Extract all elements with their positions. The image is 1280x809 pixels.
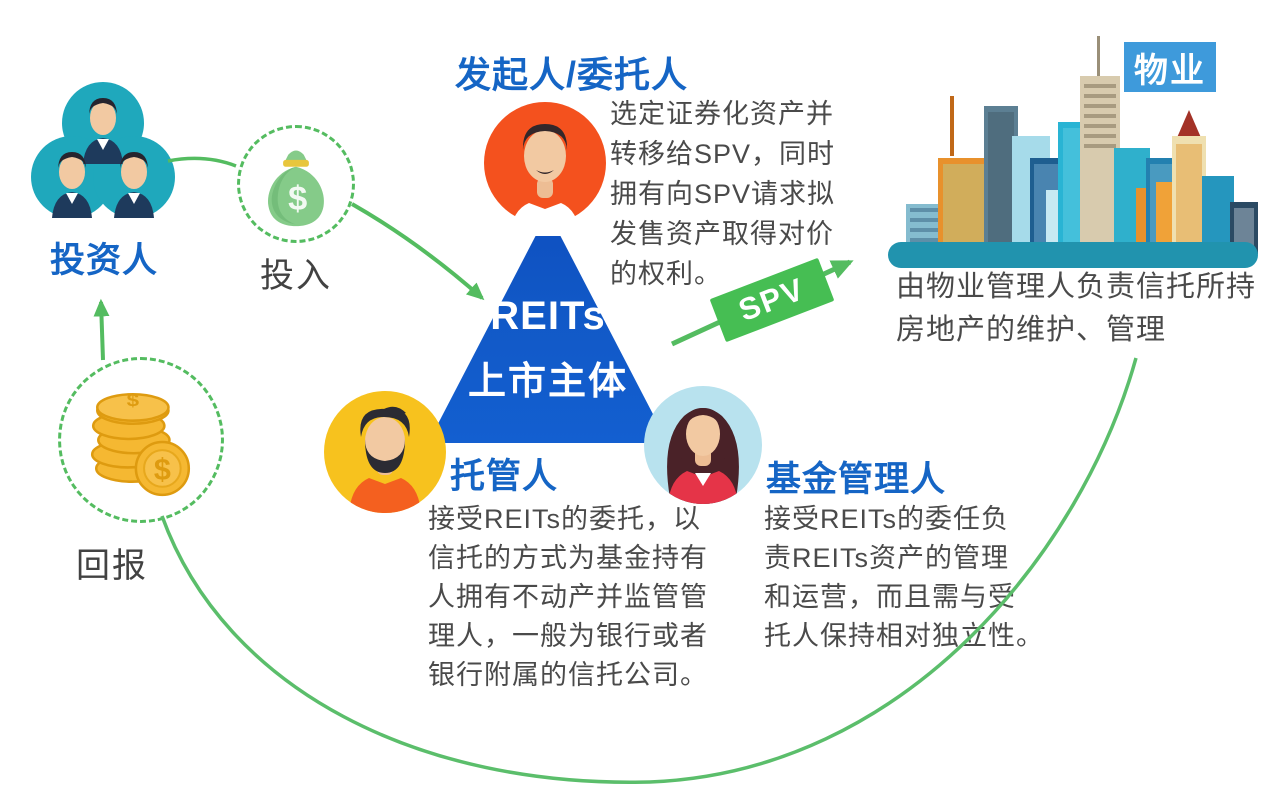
- invest-label: 投入: [260, 257, 332, 295]
- investor-person-icon: [31, 82, 175, 218]
- custodian-title: 托管人: [450, 457, 559, 496]
- money-bag-icon: $: [268, 150, 324, 227]
- sponsor-avatar-icon: [484, 102, 606, 236]
- returns-dashed-circle: $ $: [58, 357, 224, 523]
- fund-manager-title: 基金管理人: [766, 460, 947, 499]
- svg-text:$: $: [154, 453, 171, 487]
- reits-name: REITs: [490, 294, 606, 338]
- investors-label: 投资人: [50, 241, 159, 280]
- fund-manager-desc: 接受REITs的委任负 责REITs资产的管理 和运营，而且需与受 托人保持相对…: [764, 504, 1044, 651]
- custodian-desc: 接受REITs的委托，以 信托的方式为基金持有 人拥有不动产并监管管 理人，一般…: [428, 504, 708, 690]
- property-desc: 由物业管理人负责信托所持 房地产的维护、管理: [896, 271, 1257, 346]
- property-badge: 物业: [1124, 42, 1216, 92]
- sponsor-title: 发起人/委托人: [455, 54, 689, 95]
- arrow-returns-to-investors: [93, 298, 110, 361]
- investors-group-icon: [31, 82, 175, 218]
- coins-icon: $ $: [90, 391, 191, 497]
- svg-text:$: $: [127, 391, 139, 410]
- line-investors-to-invest: [167, 156, 237, 168]
- reits-subtitle: 上市主体: [467, 361, 628, 403]
- sponsor-desc: 选定证券化资产并 转移给SPV，同时 拥有向SPV请求拟 发售资产取得对价 的权…: [610, 99, 836, 289]
- returns-label: 回报: [76, 547, 148, 585]
- reits-entity-text: REITs 上市主体: [428, 212, 668, 443]
- invest-dashed-circle: $: [237, 125, 355, 243]
- city-buildings-icon: [888, 36, 1258, 268]
- svg-text:$: $: [288, 180, 307, 218]
